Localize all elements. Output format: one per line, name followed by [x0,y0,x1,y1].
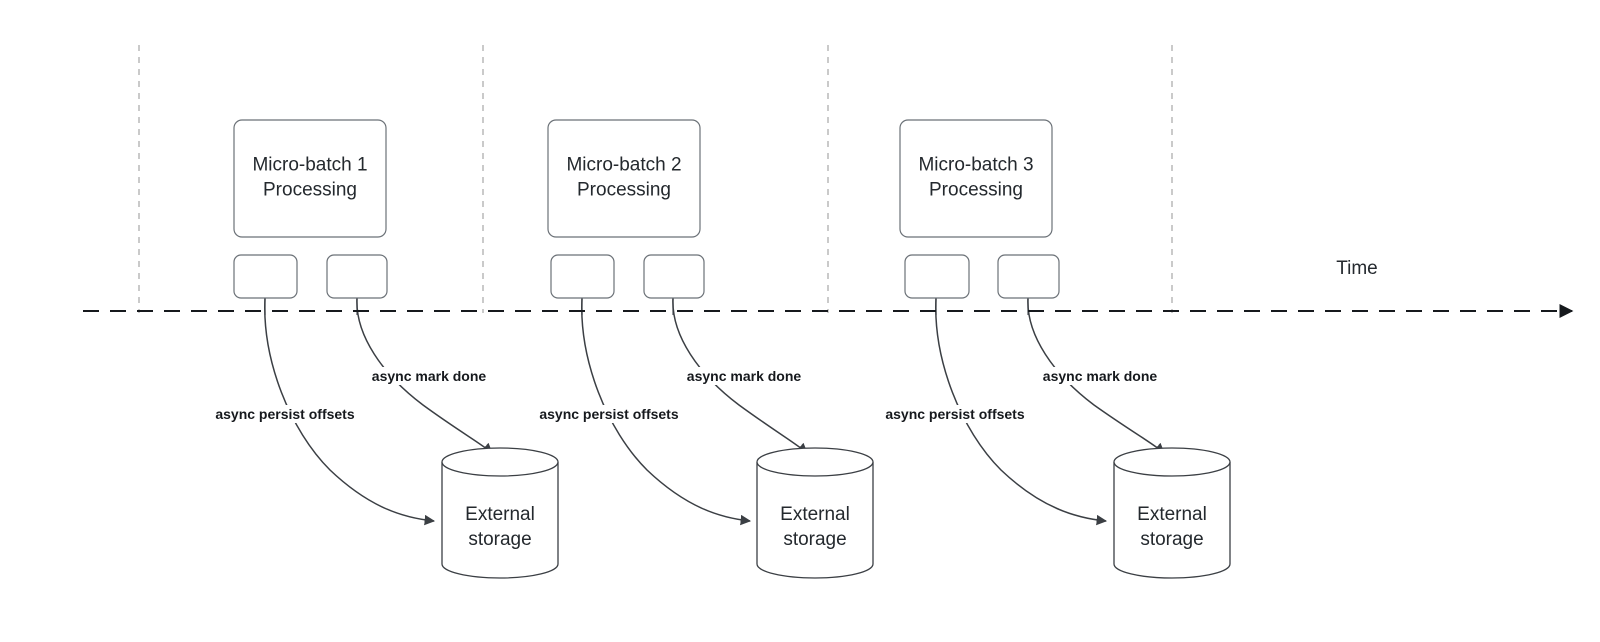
task-box-1a[interactable] [233,254,298,299]
micro-batch-2-box[interactable] [547,119,701,238]
edge-async-mark-done-2-label: async mark done [687,368,802,384]
edge-async-mark-done-2-label-bg [683,367,805,385]
micro-batch-2-box-label-line1: Micro-batch 2 [566,155,681,176]
micro-batch-2-box-label-line2: Processing [577,180,671,201]
edge-async-persist-offsets-1-label-bg [212,405,358,423]
edge-async-persist-offsets-1 [264,297,436,526]
task-box-1b[interactable] [326,254,388,299]
guide-lines-group [138,45,1173,313]
external-storage-2-label-line1: External [780,504,850,525]
external-storage-2-top [756,447,874,477]
edge-async-mark-done-3-label-bg [1039,367,1161,385]
external-storage-3-label-line2: storage [1140,529,1203,550]
edge-async-mark-done-1 [356,297,493,454]
micro-batch-3-box-label-line1: Micro-batch 3 [918,155,1033,176]
timeline-axis-group: Time [83,258,1574,318]
edge-async-mark-done-1-label: async mark done [372,368,487,384]
external-storage-1-body[interactable] [441,462,559,579]
edge-labels-group: async persist offsets async mark done asyn… [212,367,1161,423]
micro-batch-1-box-label-line1: Micro-batch 1 [252,155,367,176]
edge-async-mark-done-1-label-bg [368,367,490,385]
micro-batch-1-box-label-line2: Processing [263,180,357,201]
edge-async-mark-done-3-label: async mark done [1043,368,1158,384]
external-storage-3-top [1113,447,1231,477]
edge-async-persist-offsets-1-label: async persist offsets [215,406,354,422]
task-box-2a[interactable] [550,254,615,299]
edge-async-mark-done-2 [672,297,808,454]
task-box-2b[interactable] [643,254,705,299]
task-box-3a[interactable] [904,254,970,299]
edge-async-mark-done-3 [1027,297,1165,454]
edge-async-persist-offsets-2-label-bg [536,405,682,423]
external-storage-1-label-line1: External [465,504,535,525]
edge-async-persist-offsets-2 [581,297,752,526]
edge-async-persist-offsets-3-label: async persist offsets [885,406,1024,422]
task-box-3b[interactable] [997,254,1060,299]
micro-batch-3-box[interactable] [899,119,1053,238]
micro-batch-3-box-label-line2: Processing [929,180,1023,201]
time-axis-label: Time [1336,258,1378,279]
edge-async-persist-offsets-2-label: async persist offsets [539,406,678,422]
external-storage-2-body[interactable] [756,462,874,579]
micro-batch-1-box[interactable] [233,119,387,238]
external-storage-3-body[interactable] [1113,462,1231,579]
external-storage-1-label-line2: storage [468,529,531,550]
edge-async-persist-offsets-3 [935,297,1108,526]
external-storage-3-label-line1: External [1137,504,1207,525]
flow-edges-group [264,297,1165,526]
edge-async-persist-offsets-3-label-bg [882,405,1028,423]
external-storage-1-top [441,447,559,477]
external-storage-2-label-line2: storage [783,529,846,550]
